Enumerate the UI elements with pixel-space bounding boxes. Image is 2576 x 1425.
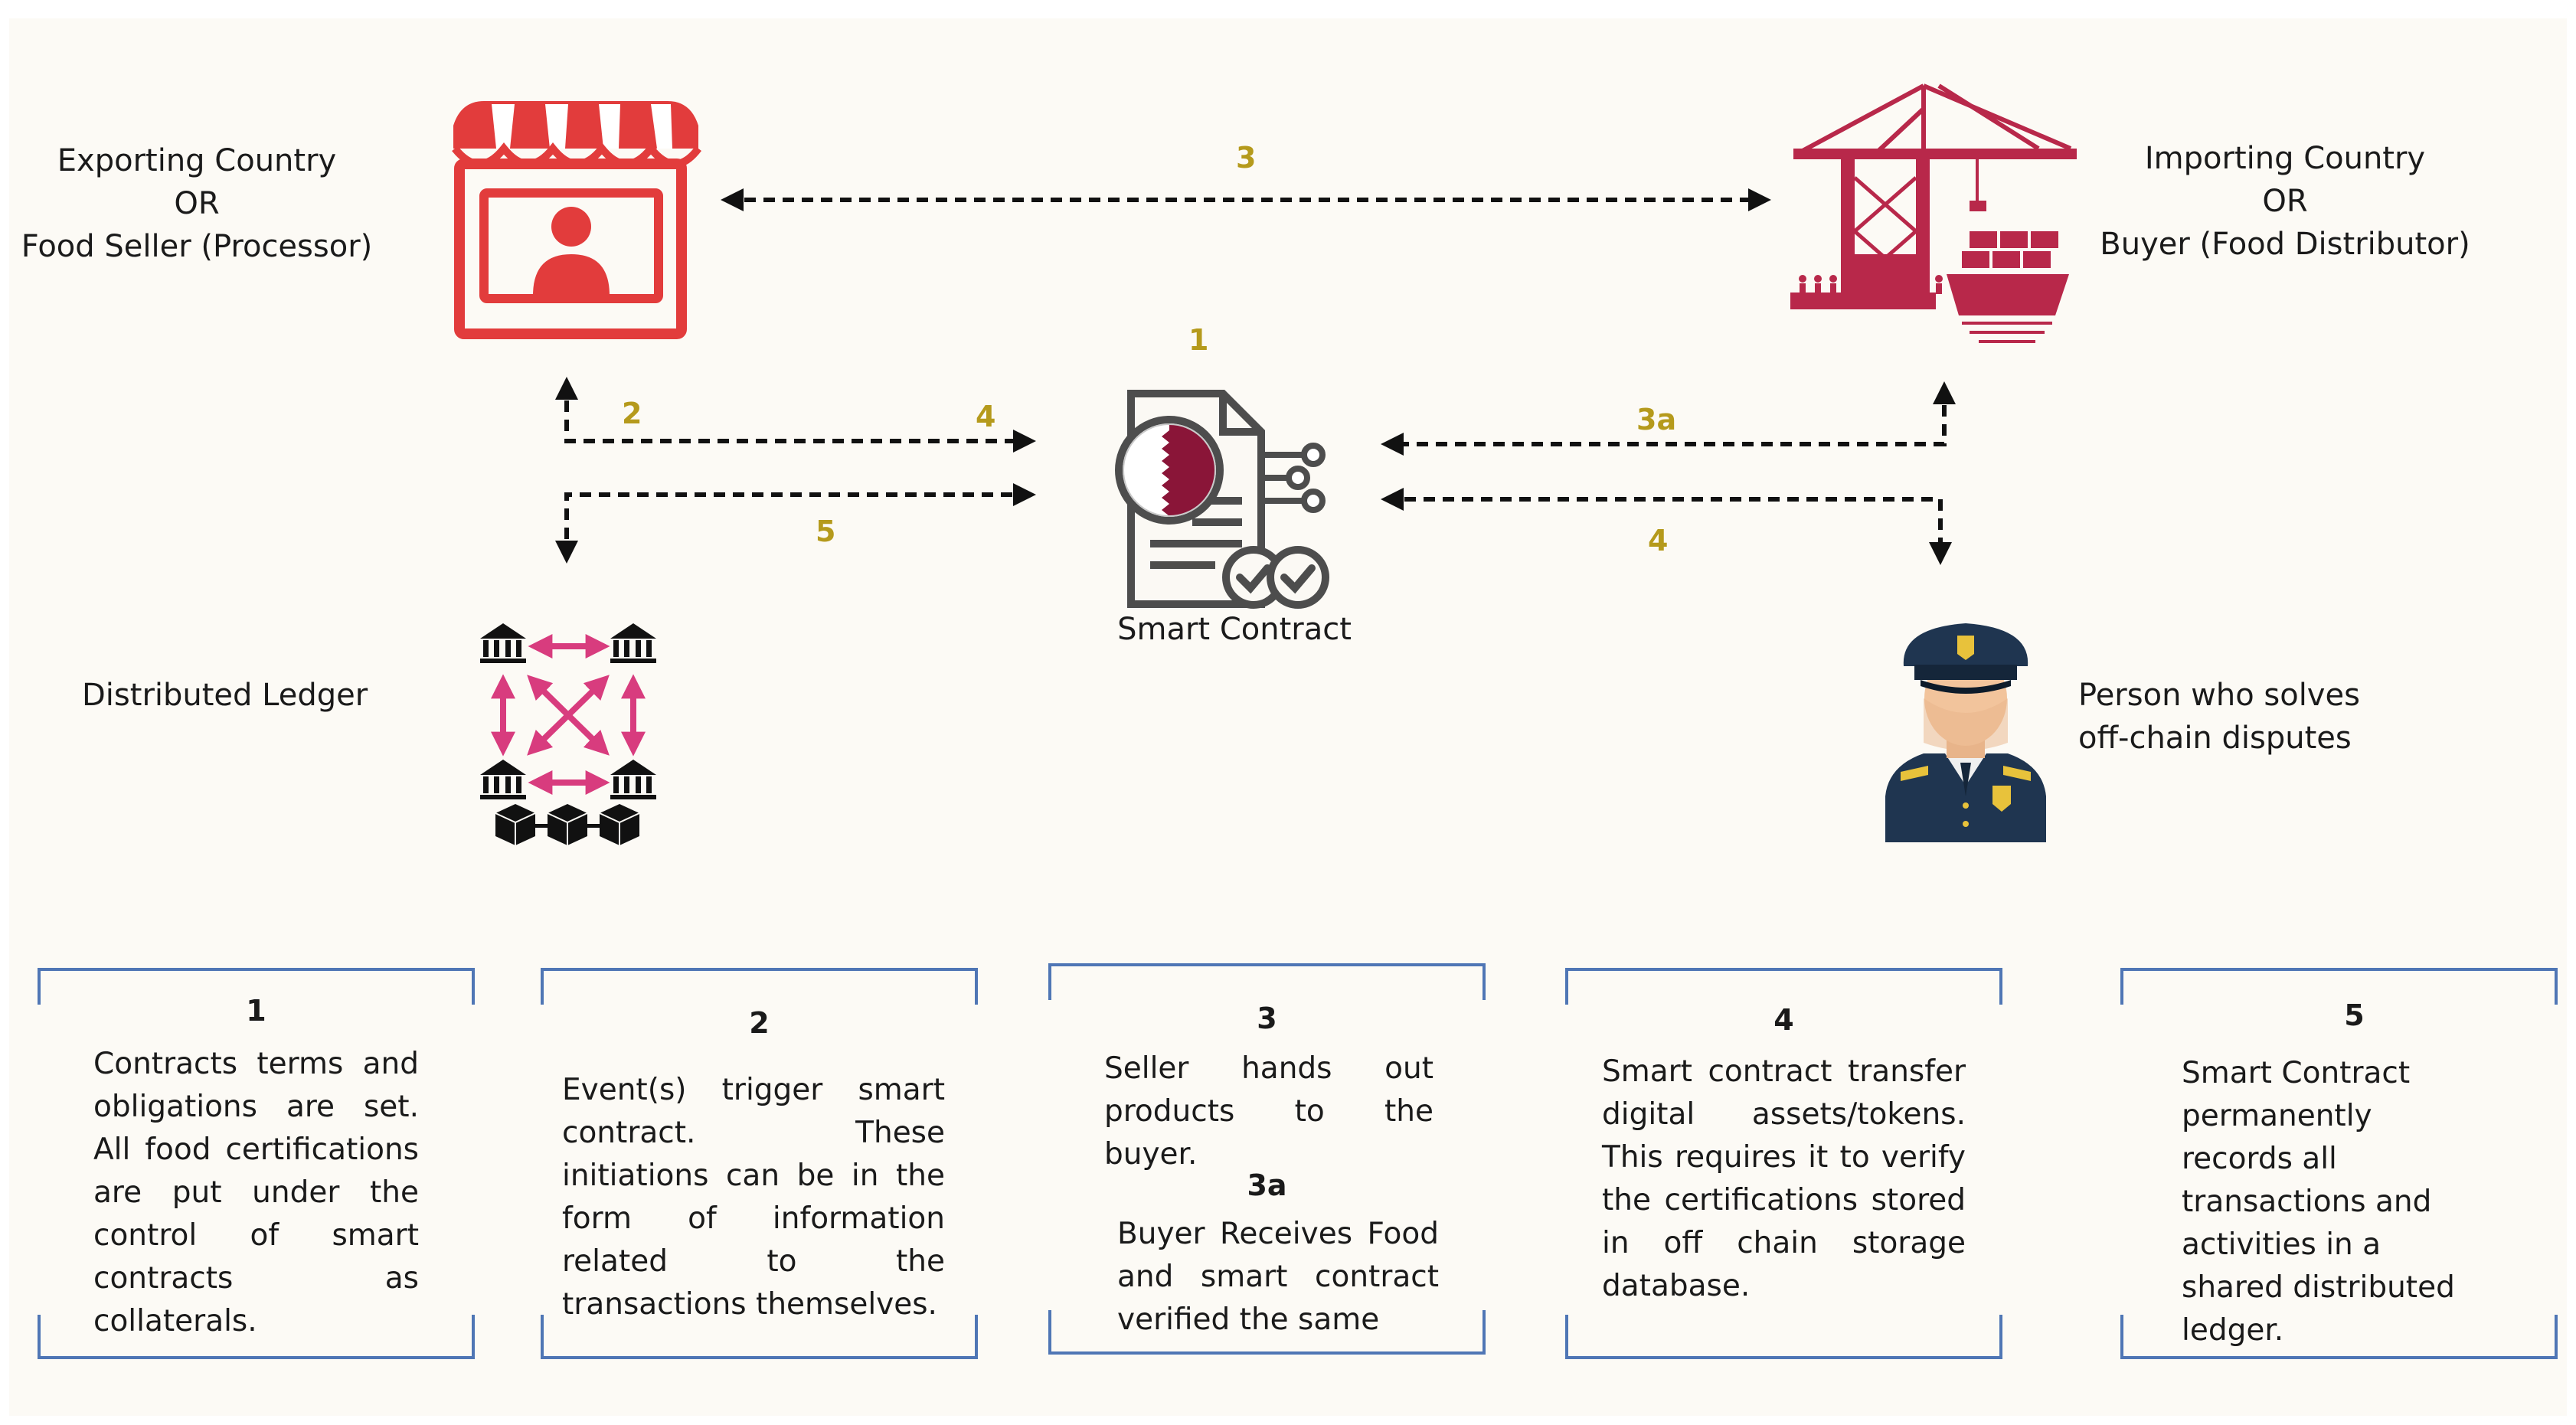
box-number: 3 [1257, 1002, 1277, 1035]
exporter-label: Exporting Country OR Food Seller (Proces… [9, 139, 384, 268]
distributed-ledger-icon [480, 623, 656, 845]
arrow-importer-to-contract [1381, 381, 1956, 456]
flow-arrows [555, 188, 1956, 565]
box-number: 2 [749, 1006, 770, 1040]
importer-line-3: Buyer (Food Distributor) [2100, 227, 2470, 262]
arrow-exporter-to-contract [555, 377, 1036, 453]
box-sub-text: Buyer Receives Food and smart contract v… [1117, 1217, 1439, 1337]
ledger-label: Distributed Ledger [82, 678, 368, 713]
arbiter-label: Person who solves off-chain disputes [2078, 674, 2360, 760]
arrow-contract-to-arbiter [1381, 488, 1952, 565]
exporter-line-1: Exporting Country [57, 143, 337, 178]
exporter-line-3: Food Seller (Processor) [21, 229, 373, 264]
box-bracket [1565, 968, 2002, 1359]
arrow-contract-to-ledger [555, 483, 1036, 564]
flow-label-4-right: 4 [1648, 524, 1669, 557]
info-box-4: 4 Smart contract transfer digital assets… [1564, 966, 2004, 1361]
storefront-person-icon [452, 101, 701, 339]
box-text: Smart Contract permanently records all t… [2182, 1056, 2455, 1348]
flow-label-4-left: 4 [976, 400, 996, 433]
police-officer-icon [1885, 623, 2046, 842]
box-text: Seller hands out products to the buyer. [1104, 1051, 1433, 1172]
importer-label: Importing Country OR Buyer (Food Distrib… [2086, 137, 2484, 266]
flow-label-3a: 3a [1636, 403, 1677, 436]
arbiter-line-2: off-chain disputes [2078, 721, 2352, 756]
box-bracket [2120, 968, 2558, 1359]
exporter-line-2: OR [174, 186, 220, 221]
info-box-5: 5 Smart Contract permanently records all… [2119, 966, 2559, 1361]
flow-label-2: 2 [622, 397, 642, 430]
flow-label-3: 3 [1236, 141, 1257, 175]
flow-label-5: 5 [816, 515, 836, 548]
box-number: 4 [1773, 1003, 1794, 1037]
box-text: Smart contract transfer digital assets/t… [1602, 1054, 1966, 1303]
info-box-2: 2 Event(s) trigger smart contract. These… [539, 966, 979, 1361]
box-bracket [38, 968, 475, 1359]
smart-contract-document-icon [1115, 390, 1329, 609]
info-box-1: 1 Contracts terms and obligations are se… [36, 966, 476, 1361]
box-number: 5 [2344, 998, 2365, 1032]
box-bracket [1048, 963, 1486, 1355]
arbiter-line-1: Person who solves [2078, 678, 2360, 713]
box-bracket [541, 968, 978, 1359]
box-number: 1 [246, 994, 266, 1028]
importer-line-1: Importing Country [2144, 141, 2426, 176]
box-sub-number: 3a [1247, 1168, 1287, 1202]
smart-contract-label: Smart Contract [1117, 612, 1352, 647]
diagram-canvas: Exporting Country OR Food Seller (Proces… [9, 18, 2567, 1416]
flow-label-1: 1 [1188, 323, 1209, 357]
box-text: Contracts terms and obligations are set.… [93, 1047, 419, 1338]
box-text: Event(s) trigger smart contract. These i… [562, 1073, 945, 1322]
info-box-3: 3 Seller hands out products to the buyer… [1047, 962, 1487, 1356]
importer-line-2: OR [2262, 184, 2308, 219]
port-crane-ship-icon [1790, 83, 2077, 343]
